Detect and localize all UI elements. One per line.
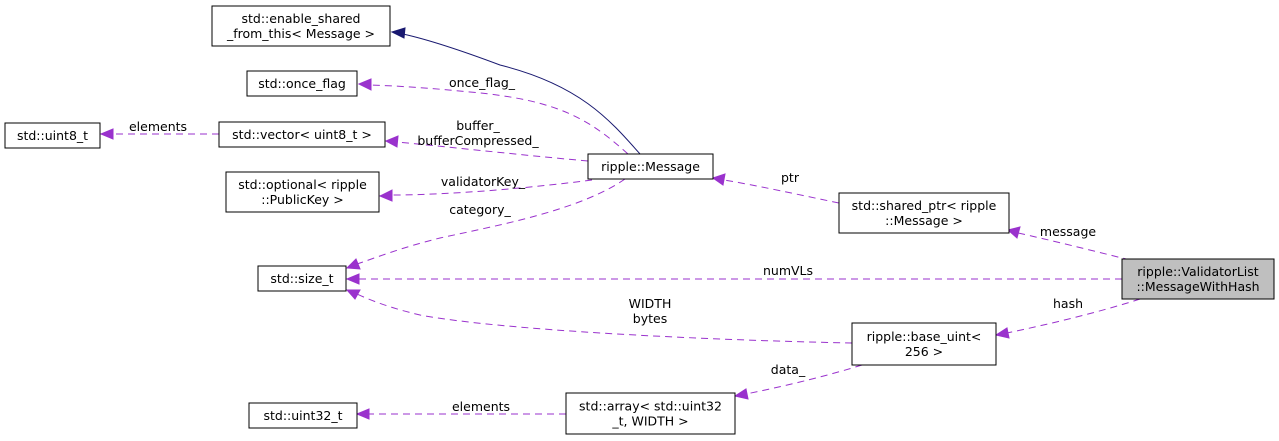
shared-ptr-message-node[interactable]: std::shared_ptr< ripple::Message >: [838, 192, 1010, 234]
node-box: [4, 122, 101, 149]
arrowhead: [345, 289, 361, 300]
node-label: std::size_t: [270, 271, 333, 286]
edge-label: once_flag_: [449, 75, 516, 90]
uint32-t-node[interactable]: std::uint32_t: [248, 402, 358, 429]
validatorlist-messagewithhash-node[interactable]: ripple::ValidatorList::MessageWithHash: [1121, 258, 1275, 300]
node-box: [851, 322, 997, 366]
arrowhead: [378, 189, 393, 202]
edge-line: [390, 179, 593, 196]
edges-layer: once_flag_ elements buffer_bufferCompresse…: [99, 27, 1141, 420]
node-label: ::MessageWithHash: [1136, 279, 1259, 294]
edge-line: [1017, 232, 1131, 261]
node-label: ripple::Message: [601, 159, 700, 174]
edge-label: buffer_: [456, 118, 500, 133]
edge-base-array: data_: [733, 362, 863, 400]
node-label: _t, WIDTH >: [611, 414, 688, 429]
edge-label: category_: [449, 202, 511, 217]
once-flag-node[interactable]: std::once_flag: [246, 70, 358, 97]
edge-label: elements: [452, 399, 510, 414]
node-label: ::PublicKey >: [261, 192, 344, 207]
ripple-message-node[interactable]: ripple::Message: [587, 153, 714, 180]
arrowhead: [355, 408, 370, 420]
node-box: [225, 171, 380, 213]
edge-msg-vector: buffer_bufferCompressed_: [384, 118, 589, 162]
uint8-t-node[interactable]: std::uint8_t: [4, 122, 101, 149]
edge-line: [356, 293, 853, 344]
edge-array-uint32: elements: [355, 399, 566, 420]
edge-sp-msg: ptr: [711, 170, 840, 204]
node-label: std::uint32_t: [263, 408, 342, 423]
edge-label: ptr: [781, 170, 800, 185]
node-box: [1121, 258, 1275, 300]
node-label: 256 >: [905, 344, 943, 359]
node-label: ripple::base_uint<: [867, 329, 982, 344]
arrowhead: [345, 258, 361, 270]
edge-line: [369, 84, 629, 155]
edge-label: numVLs: [763, 263, 813, 278]
node-box: [565, 392, 736, 435]
node-box: [587, 153, 714, 180]
edge-line: [723, 179, 840, 204]
node-box: [257, 265, 347, 292]
edge-label: hash: [1053, 296, 1083, 311]
edge-once-flag: once_flag_: [357, 75, 629, 155]
edge-label: elements: [129, 119, 187, 134]
base-uint-256-node[interactable]: ripple::base_uint<256 >: [851, 322, 997, 366]
edge-line: [402, 33, 641, 155]
node-box: [246, 70, 358, 97]
node-box: [838, 192, 1010, 234]
vector-uint8-node[interactable]: std::vector< uint8_t >: [218, 121, 386, 148]
arrowhead: [390, 27, 406, 39]
edge-inherit-enable: [390, 27, 641, 155]
node-label: std::enable_shared: [242, 11, 361, 26]
edge-vec-uint8: elements: [99, 119, 219, 140]
node-box: [248, 402, 358, 429]
edge-val-base: hash: [994, 296, 1141, 339]
node-label: ripple::ValidatorList: [1137, 264, 1258, 279]
edge-val-size: numVLs: [345, 263, 1122, 285]
edge-label: data_: [771, 362, 806, 377]
node-label: ::Message >: [885, 213, 963, 228]
edge-msg-optional: validatorKey_: [378, 174, 593, 202]
node-label: std::array< std::uint32: [579, 399, 722, 414]
edge-label: message: [1040, 224, 1096, 239]
node-label: std::shared_ptr< ripple: [852, 198, 997, 213]
node-label: std::optional< ripple: [238, 177, 367, 192]
edge-line: [1006, 298, 1141, 334]
edge-label: validatorKey_: [441, 174, 526, 189]
edge-line: [396, 141, 589, 162]
arrowhead: [733, 388, 749, 400]
edge-label: WIDTH: [629, 296, 672, 311]
edge-msg-size: category_: [345, 178, 626, 270]
arrowhead: [384, 135, 399, 148]
node-label: _from_this< Message >: [226, 26, 375, 41]
arrowhead: [1006, 226, 1021, 239]
arrowhead: [99, 128, 114, 140]
edge-val-sp: message: [1006, 224, 1131, 261]
array-uint32-width-node[interactable]: std::array< std::uint32_t, WIDTH >: [565, 392, 736, 435]
enable-shared-from-this-node[interactable]: std::enable_shared_from_this< Message >: [211, 5, 391, 47]
edge-label: bytes: [633, 311, 667, 326]
node-label: std::once_flag: [258, 76, 346, 91]
arrowhead: [711, 173, 726, 186]
node-label: std::vector< uint8_t >: [232, 127, 372, 142]
arrowhead: [357, 78, 372, 91]
edge-label: bufferCompressed_: [417, 133, 539, 148]
node-box: [211, 5, 391, 47]
edge-line: [356, 178, 626, 265]
arrowhead: [994, 327, 1010, 339]
nodes-layer: std::enable_shared_from_this< Message >s…: [4, 5, 1275, 435]
optional-publickey-node[interactable]: std::optional< ripple::PublicKey >: [225, 171, 380, 213]
arrowhead: [345, 273, 360, 285]
node-box: [218, 121, 386, 148]
node-label: std::uint8_t: [17, 128, 88, 143]
size-t-node[interactable]: std::size_t: [257, 265, 347, 292]
